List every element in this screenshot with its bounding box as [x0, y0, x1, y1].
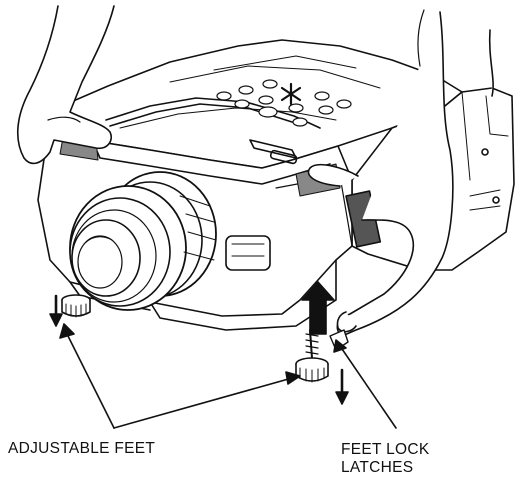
leader-lines — [59, 323, 397, 429]
feet-lock-label-line1: FEET LOCK — [341, 441, 430, 458]
adjustable-feet-label: ADJUSTABLE FEET — [8, 440, 156, 457]
feet-lock-latches-label: FEET LOCK LATCHES — [341, 441, 430, 477]
adjustable-foot-left — [61, 294, 91, 318]
feet-lock-label-line2: LATCHES — [341, 459, 414, 476]
arrow-down-right-icon — [335, 368, 349, 405]
lens-assembly — [69, 171, 217, 311]
hands — [16, 5, 494, 337]
arrow-up-icon — [301, 281, 335, 335]
arrow-down-left-icon — [49, 294, 63, 327]
adjustable-foot-right — [295, 329, 329, 383]
control-buttons — [216, 79, 352, 127]
